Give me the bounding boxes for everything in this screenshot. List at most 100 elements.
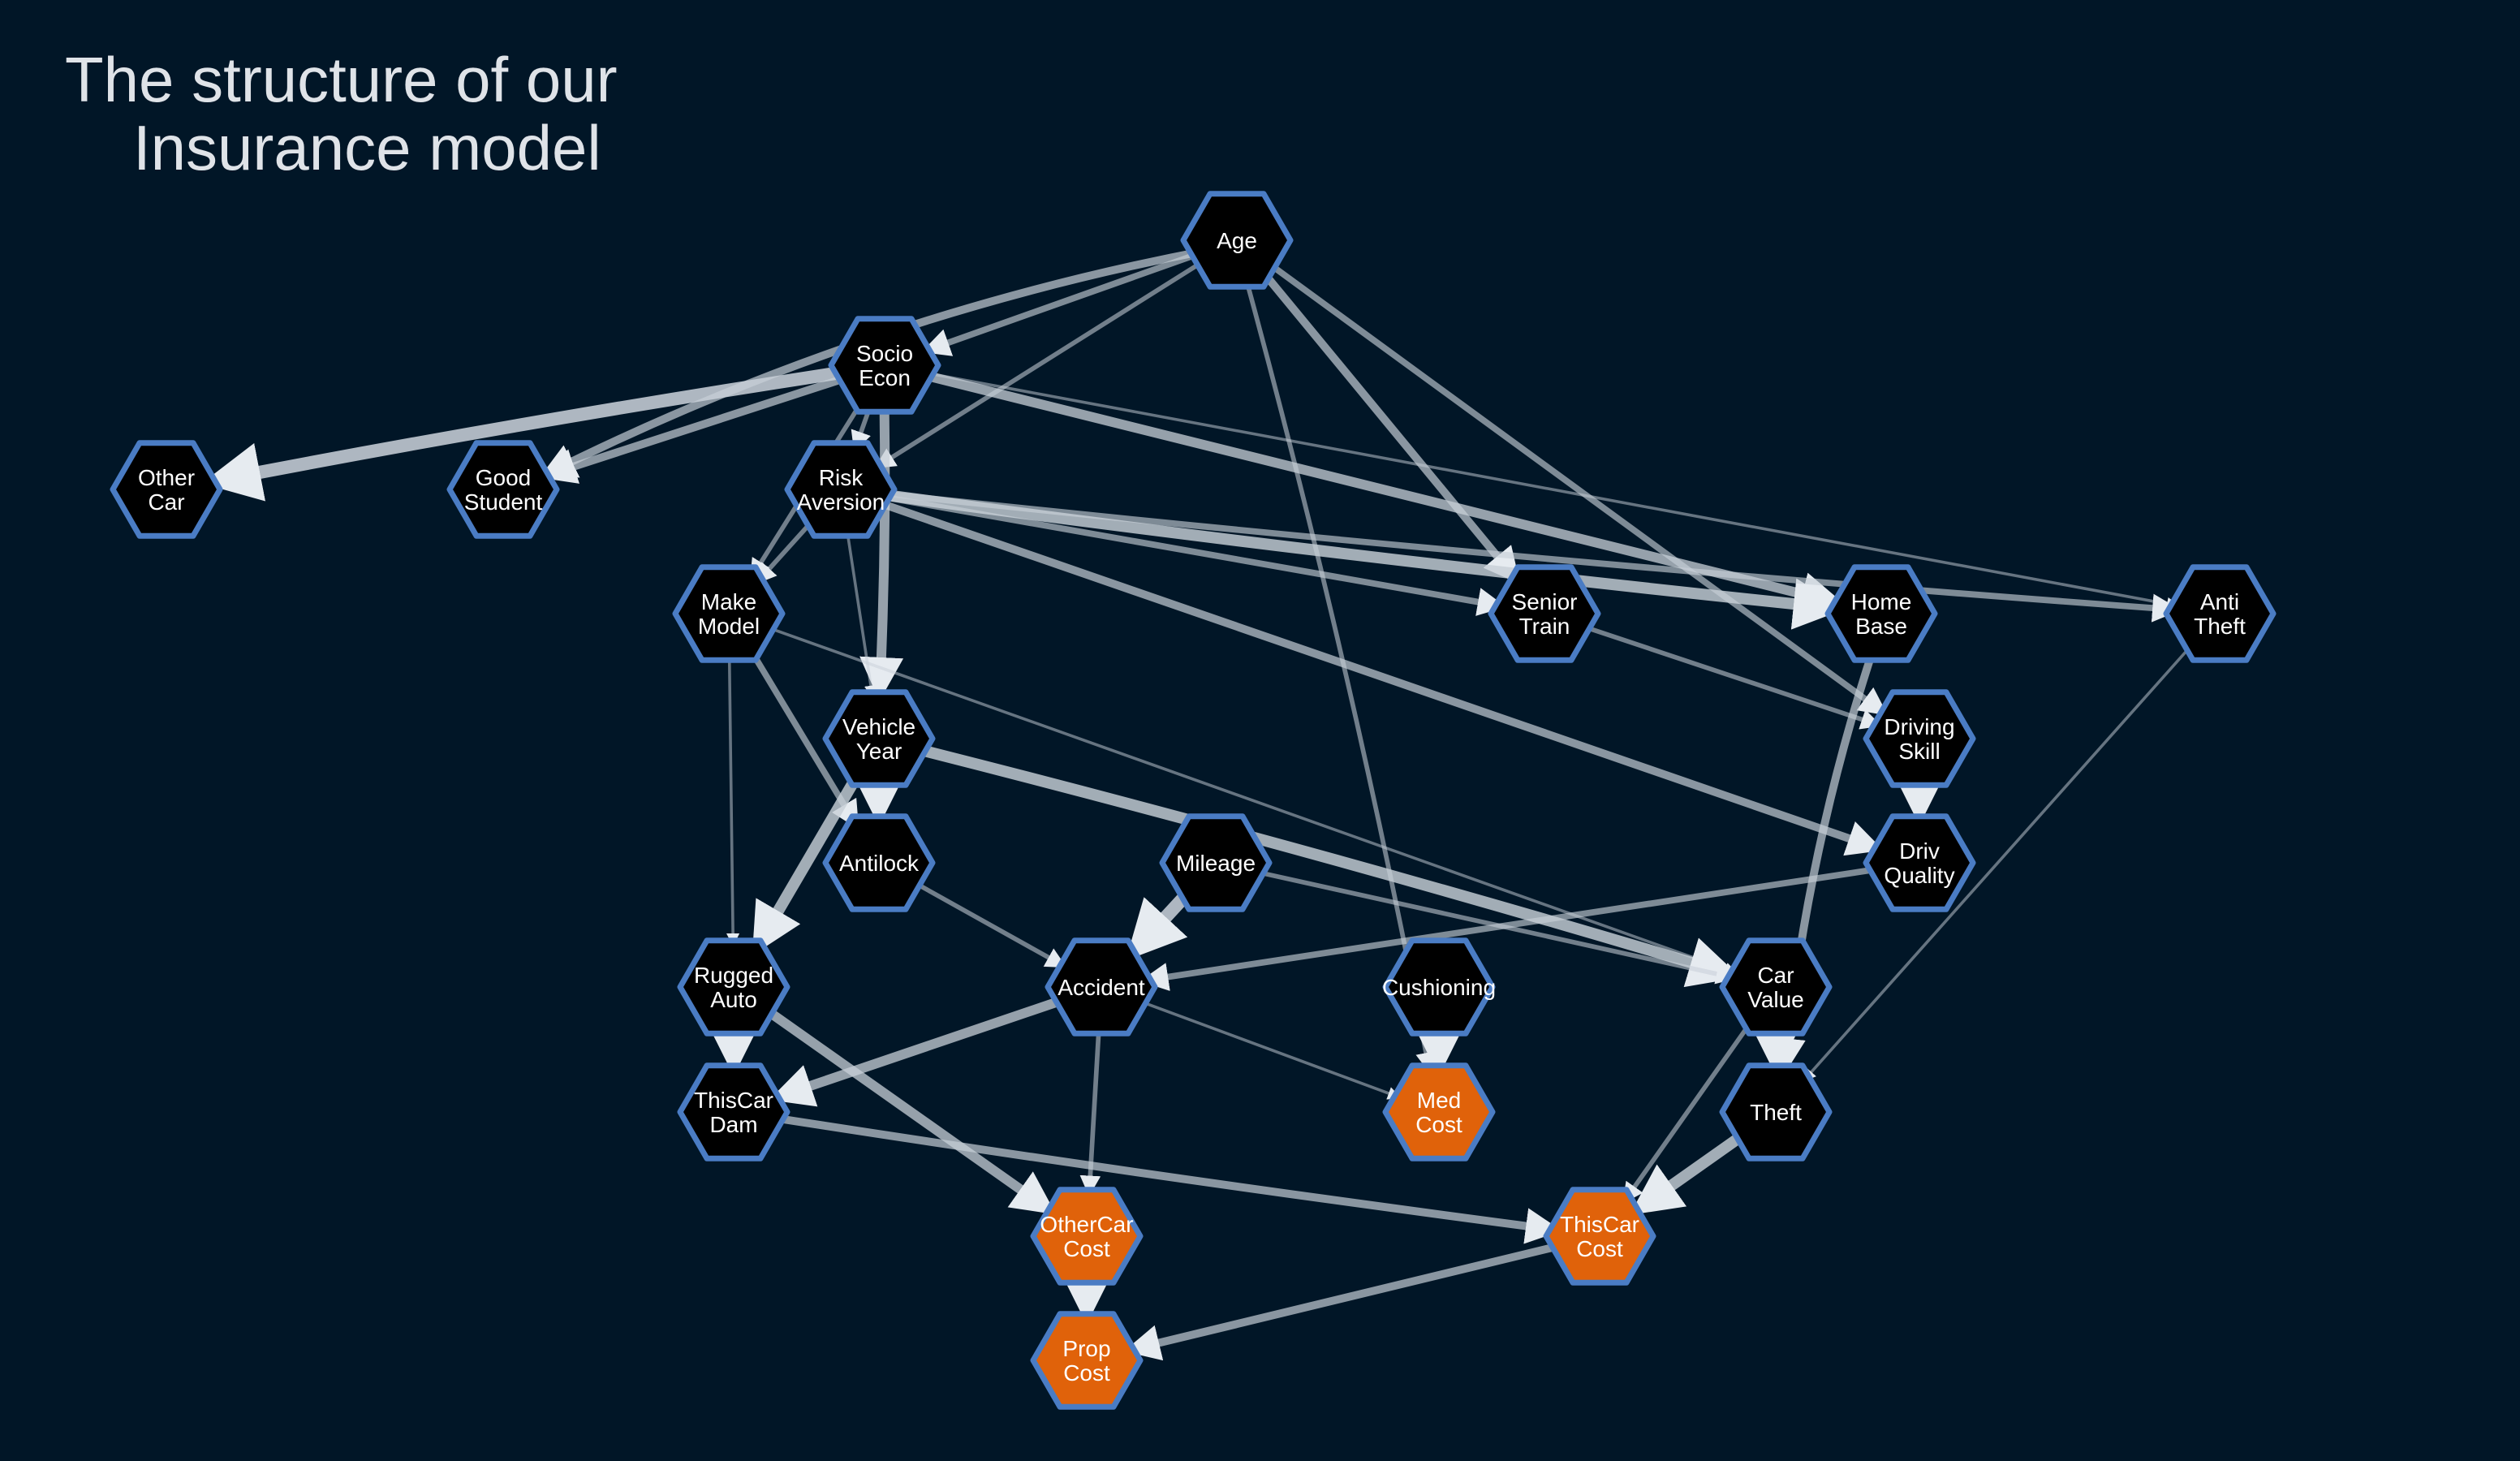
node-hexagon-ThisCarCost[interactable] [1543,1187,1656,1286]
node-label-OtherCar-line-2: Car [148,489,184,515]
node-label-SeniorTrain-line-2: Train [1519,614,1570,639]
node-label-CarValue-line-2: Value [1747,987,1804,1012]
node-label-ThisCarCost-line-1: ThisCar [1560,1212,1639,1237]
node-hexagon-RiskAversion[interactable] [784,440,898,539]
node-hexagon-Theft[interactable] [1719,1062,1833,1161]
node-Mileage[interactable]: Mileage [1159,813,1273,912]
node-hexagon-AntiTheft[interactable] [2163,564,2277,663]
node-label-OtherCarCost-line-2: Cost [1063,1236,1110,1261]
node-Antilock[interactable]: Antilock [822,813,936,912]
node-label-Antilock-line-1: Antilock [839,851,920,876]
node-Accident[interactable]: Accident [1045,937,1158,1036]
node-label-DrivingSkill-line-1: Driving [1884,714,1954,739]
node-hexagon-GoodStudent[interactable] [446,440,560,539]
node-hexagon-Cushioning[interactable] [1382,937,1496,1036]
edge-MakeModel-to-RuggedAuto [726,644,740,947]
edge-Age-to-DrivingSkill [1260,256,1889,718]
node-label-GoodStudent-line-1: Good [476,465,532,490]
node-hexagon-OtherCarCost[interactable] [1030,1187,1144,1286]
node-label-MedCost-line-1: Med [1417,1088,1461,1113]
edge-Theft-to-ThisCarCost [1628,1124,1755,1218]
node-label-PropCost-line-2: Cost [1063,1360,1110,1386]
node-label-GoodStudent-line-2: Student [464,489,543,515]
node-label-OtherCar-line-1: Other [138,465,195,490]
node-hexagon-Accident[interactable] [1045,937,1158,1036]
node-hexagon-VehicleYear[interactable] [822,689,936,788]
node-hexagon-PropCost[interactable] [1030,1311,1144,1410]
node-hexagon-OtherCar[interactable] [110,440,223,539]
node-label-DrivQuality-line-2: Quality [1884,863,1954,888]
node-label-ThisCarDam-line-2: Dam [709,1112,757,1137]
node-hexagon-RuggedAuto[interactable] [677,937,790,1036]
node-hexagon-Mileage[interactable] [1159,813,1273,912]
node-label-AntiTheft-line-2: Theft [2194,614,2246,639]
node-Theft[interactable]: Theft [1719,1062,1833,1161]
node-label-RuggedAuto-line-1: Rugged [694,963,773,988]
diagram-title: The structure of our Insurance model [65,45,618,182]
node-label-RiskAversion-line-1: Risk [819,465,864,490]
edge-Antilock-to-Accident [904,876,1067,969]
edge-SocioEcon-to-OtherCar [200,364,860,502]
node-label-SocioEcon-line-2: Econ [859,365,911,390]
node-hexagon-SeniorTrain[interactable] [1488,564,1601,663]
edge-RiskAversion-to-VehicleYear [844,519,878,699]
edge-VehicleYear-to-RuggedAuto [748,761,869,957]
node-label-Accident-line-1: Accident [1058,975,1145,1000]
node-OtherCar[interactable]: OtherCar [110,440,223,539]
node-label-VehicleYear-line-2: Year [856,739,902,764]
edges-layer [200,246,2200,1361]
edge-SocioEcon-to-AntiTheft [915,369,2181,610]
node-label-DrivingSkill-line-2: Skill [1898,739,1940,764]
node-label-RiskAversion-line-2: Aversion [797,489,885,515]
edge-Accident-to-MedCost [1130,996,1402,1100]
edge-SocioEcon-to-GoodStudent [539,371,859,484]
node-hexagon-ThisCarDam[interactable] [677,1062,790,1161]
node-label-OtherCarCost-line-1: OtherCar [1040,1212,1133,1237]
node-hexagon-Antilock[interactable] [822,813,936,912]
node-Cushioning[interactable]: Cushioning [1382,937,1496,1036]
node-label-SocioEcon-line-1: Socio [856,341,913,366]
node-hexagon-DrivingSkill[interactable] [1863,689,1976,788]
edge-RiskAversion-to-SeniorTrain [869,492,1507,616]
node-hexagon-MakeModel[interactable] [672,564,786,663]
node-Age[interactable]: Age [1180,191,1294,290]
node-label-DrivQuality-line-1: Driv [1899,838,1940,864]
node-label-MedCost-line-2: Cost [1415,1112,1462,1137]
node-hexagon-DrivQuality[interactable] [1863,813,1976,912]
node-label-RuggedAuto-line-2: Auto [710,987,757,1012]
node-hexagon-CarValue[interactable] [1719,937,1833,1036]
node-hexagon-HomeBase[interactable] [1824,564,1938,663]
edge-RuggedAuto-to-OtherCarCost [755,1000,1058,1218]
node-label-MakeModel-line-2: Model [698,614,760,639]
node-label-ThisCarDam-line-1: ThisCar [694,1088,773,1113]
edge-MakeModel-to-CarValue [757,623,1738,976]
title-line-2: Insurance model [133,112,601,183]
edge-RiskAversion-to-HomeBase [867,487,1846,630]
edge-SocioEcon-to-VehicleYear [859,392,904,702]
node-hexagon-Age[interactable] [1180,191,1294,290]
node-hexagon-SocioEcon[interactable] [828,316,941,415]
edge-Age-to-SocioEcon [920,248,1210,356]
node-hexagon-MedCost[interactable] [1382,1062,1496,1161]
edge-Age-to-SeniorTrain [1253,261,1523,586]
node-label-PropCost-line-1: Prop [1062,1336,1110,1361]
